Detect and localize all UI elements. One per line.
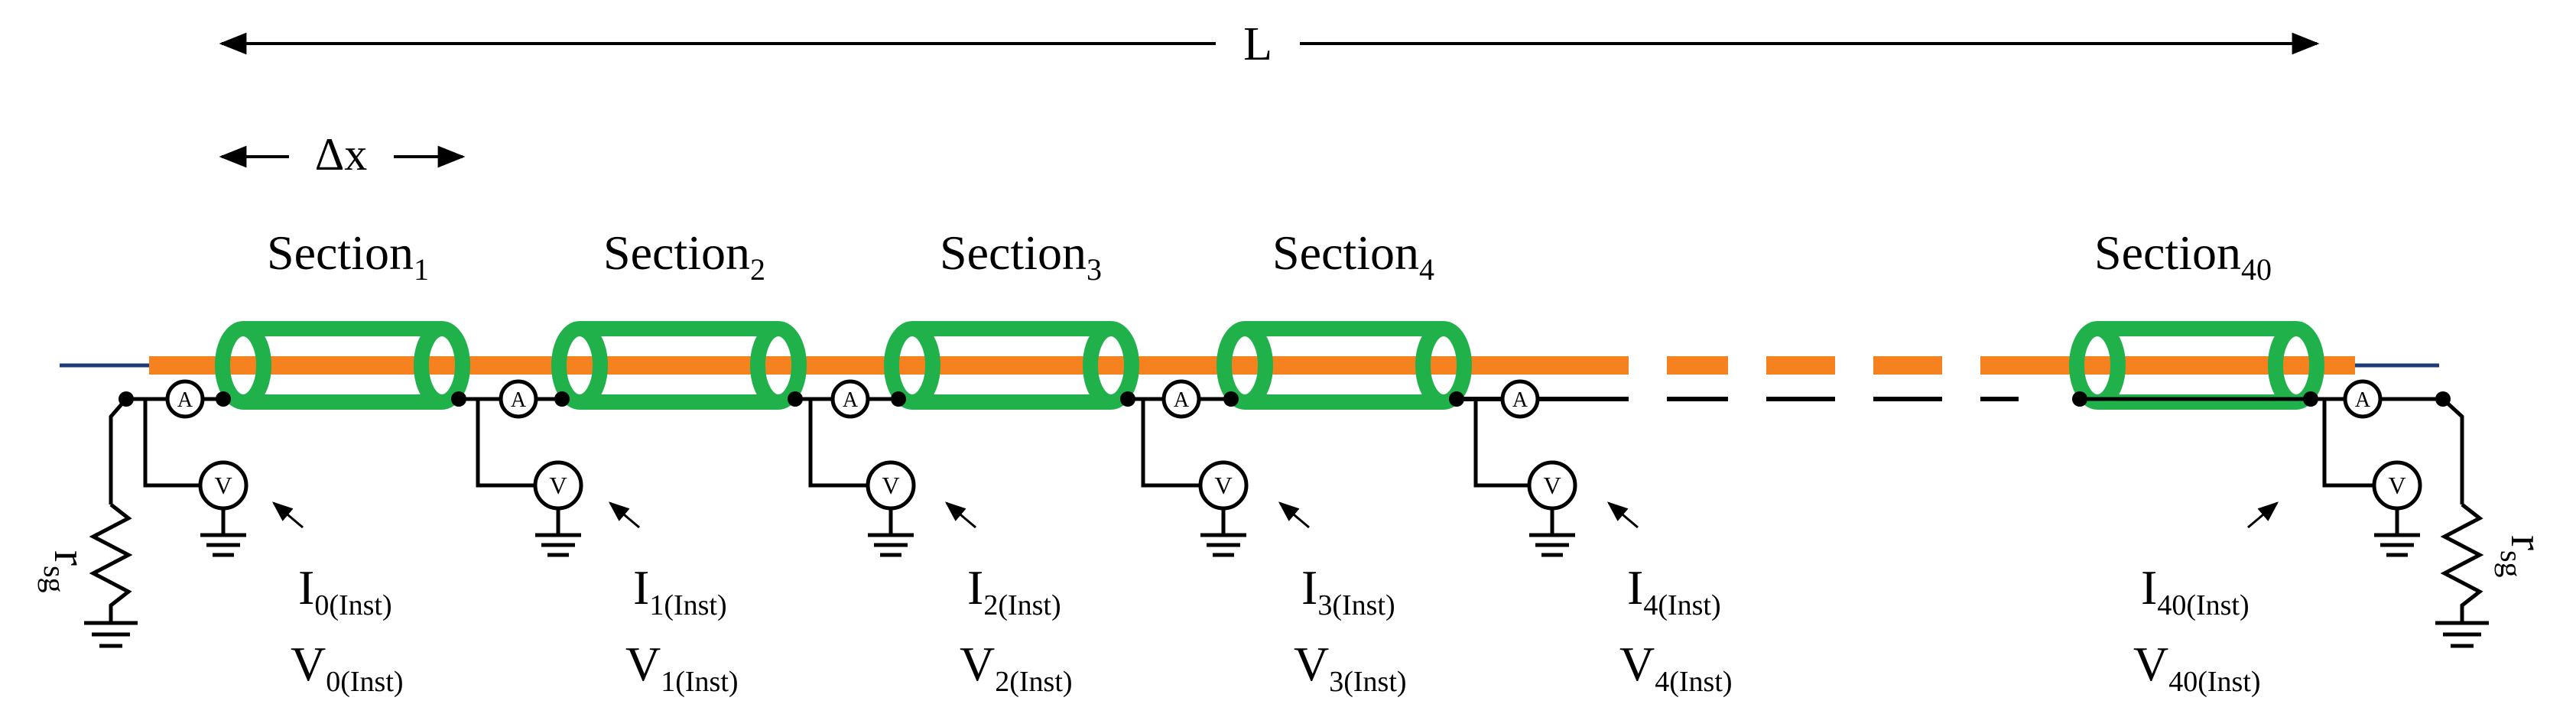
measurement-label-2: I2(Inst) V2(Inst): [960, 560, 1073, 698]
section-title-2: Section2: [603, 225, 765, 287]
grounding-resistor-right: rsg: [2435, 397, 2552, 648]
section-length-label: Δx: [315, 129, 368, 180]
measurement-label-3: I3(Inst) V3(Inst): [1294, 560, 1407, 698]
svg-text:V: V: [1543, 472, 1561, 499]
measurement-label-0: I0(Inst) V0(Inst): [291, 560, 404, 698]
voltmeter-icon: V: [2372, 460, 2422, 511]
svg-text:I2(Inst): I2(Inst): [967, 560, 1061, 621]
resistor-icon: [89, 503, 133, 623]
svg-text:I3(Inst): I3(Inst): [1301, 560, 1395, 621]
measurement-station-0: A V: [119, 379, 304, 557]
svg-text:V0(Inst): V0(Inst): [291, 637, 404, 698]
ammeter-icon: A: [830, 379, 870, 419]
voltmeter-icon: V: [533, 460, 583, 511]
svg-text:V: V: [1214, 472, 1232, 499]
section-titles: Section1 Section2 Section3 Section4 Sect…: [267, 225, 2272, 287]
svg-text:V4(Inst): V4(Inst): [1619, 637, 1733, 698]
ammeter-icon: A: [2343, 379, 2383, 419]
svg-text:V: V: [214, 472, 232, 499]
cable-section-4: [1217, 321, 1472, 410]
section-title-3: Section3: [940, 225, 1102, 287]
cable-section-3: [884, 321, 1139, 410]
svg-text:A: A: [1512, 388, 1528, 412]
resistor-label-left: rsg: [37, 550, 96, 593]
section-title-40: Section40: [2094, 225, 2272, 287]
ammeter-icon: A: [499, 379, 538, 419]
svg-text:V3(Inst): V3(Inst): [1294, 637, 1407, 698]
measurement-label-1: I1(Inst) V1(Inst): [625, 560, 739, 698]
section-title-1: Section1: [267, 225, 429, 287]
svg-text:A: A: [2355, 388, 2371, 412]
cable-section-1: [215, 321, 470, 410]
svg-text:V40(Inst): V40(Inst): [2133, 637, 2261, 698]
svg-text:I40(Inst): I40(Inst): [2141, 560, 2250, 621]
section-title-4: Section4: [1272, 225, 1434, 287]
svg-text:V: V: [882, 472, 899, 499]
svg-text:A: A: [843, 388, 859, 412]
svg-text:I1(Inst): I1(Inst): [633, 560, 727, 621]
measurement-station-4: A V: [1449, 379, 1639, 557]
ammeter-icon: A: [165, 379, 205, 419]
svg-text:I0(Inst): I0(Inst): [298, 560, 392, 621]
resistor-label-right: rsg: [2494, 535, 2552, 578]
resistor-icon: [2440, 503, 2484, 623]
svg-text:A: A: [511, 388, 527, 412]
length-label: L: [1243, 18, 1272, 70]
length-dimension: L: [219, 18, 2320, 70]
svg-text:A: A: [177, 388, 193, 412]
voltmeter-icon: V: [866, 460, 916, 511]
voltmeter-icon: V: [1527, 460, 1577, 511]
svg-text:V2(Inst): V2(Inst): [960, 637, 1073, 698]
voltmeter-icon: V: [198, 460, 249, 511]
svg-text:I4(Inst): I4(Inst): [1627, 560, 1721, 621]
cable-section-2: [551, 321, 807, 410]
measurement-station-3: A V: [1120, 379, 1310, 557]
section-length-dimension: Δx: [219, 129, 466, 180]
measurement-labels: I0(Inst) V0(Inst) I1(Inst) V1(Inst) I2(I…: [291, 560, 2261, 698]
measurement-label-4: I4(Inst) V4(Inst): [1619, 560, 1733, 698]
measurement-station-1: A V: [451, 379, 640, 557]
ammeter-icon: A: [1161, 379, 1201, 419]
svg-text:V: V: [2388, 472, 2405, 499]
measurement-label-40: I40(Inst) V40(Inst): [2133, 560, 2261, 698]
ammeter-icon: A: [1500, 379, 1540, 419]
grounding-resistor-left: rsg: [37, 397, 138, 648]
cable-section-40: [2069, 321, 2324, 410]
measurement-station-2: A V: [788, 379, 976, 557]
svg-text:V: V: [549, 472, 567, 499]
svg-text:A: A: [1174, 388, 1190, 412]
voltmeter-icon: V: [1198, 460, 1249, 511]
svg-text:V1(Inst): V1(Inst): [625, 637, 739, 698]
